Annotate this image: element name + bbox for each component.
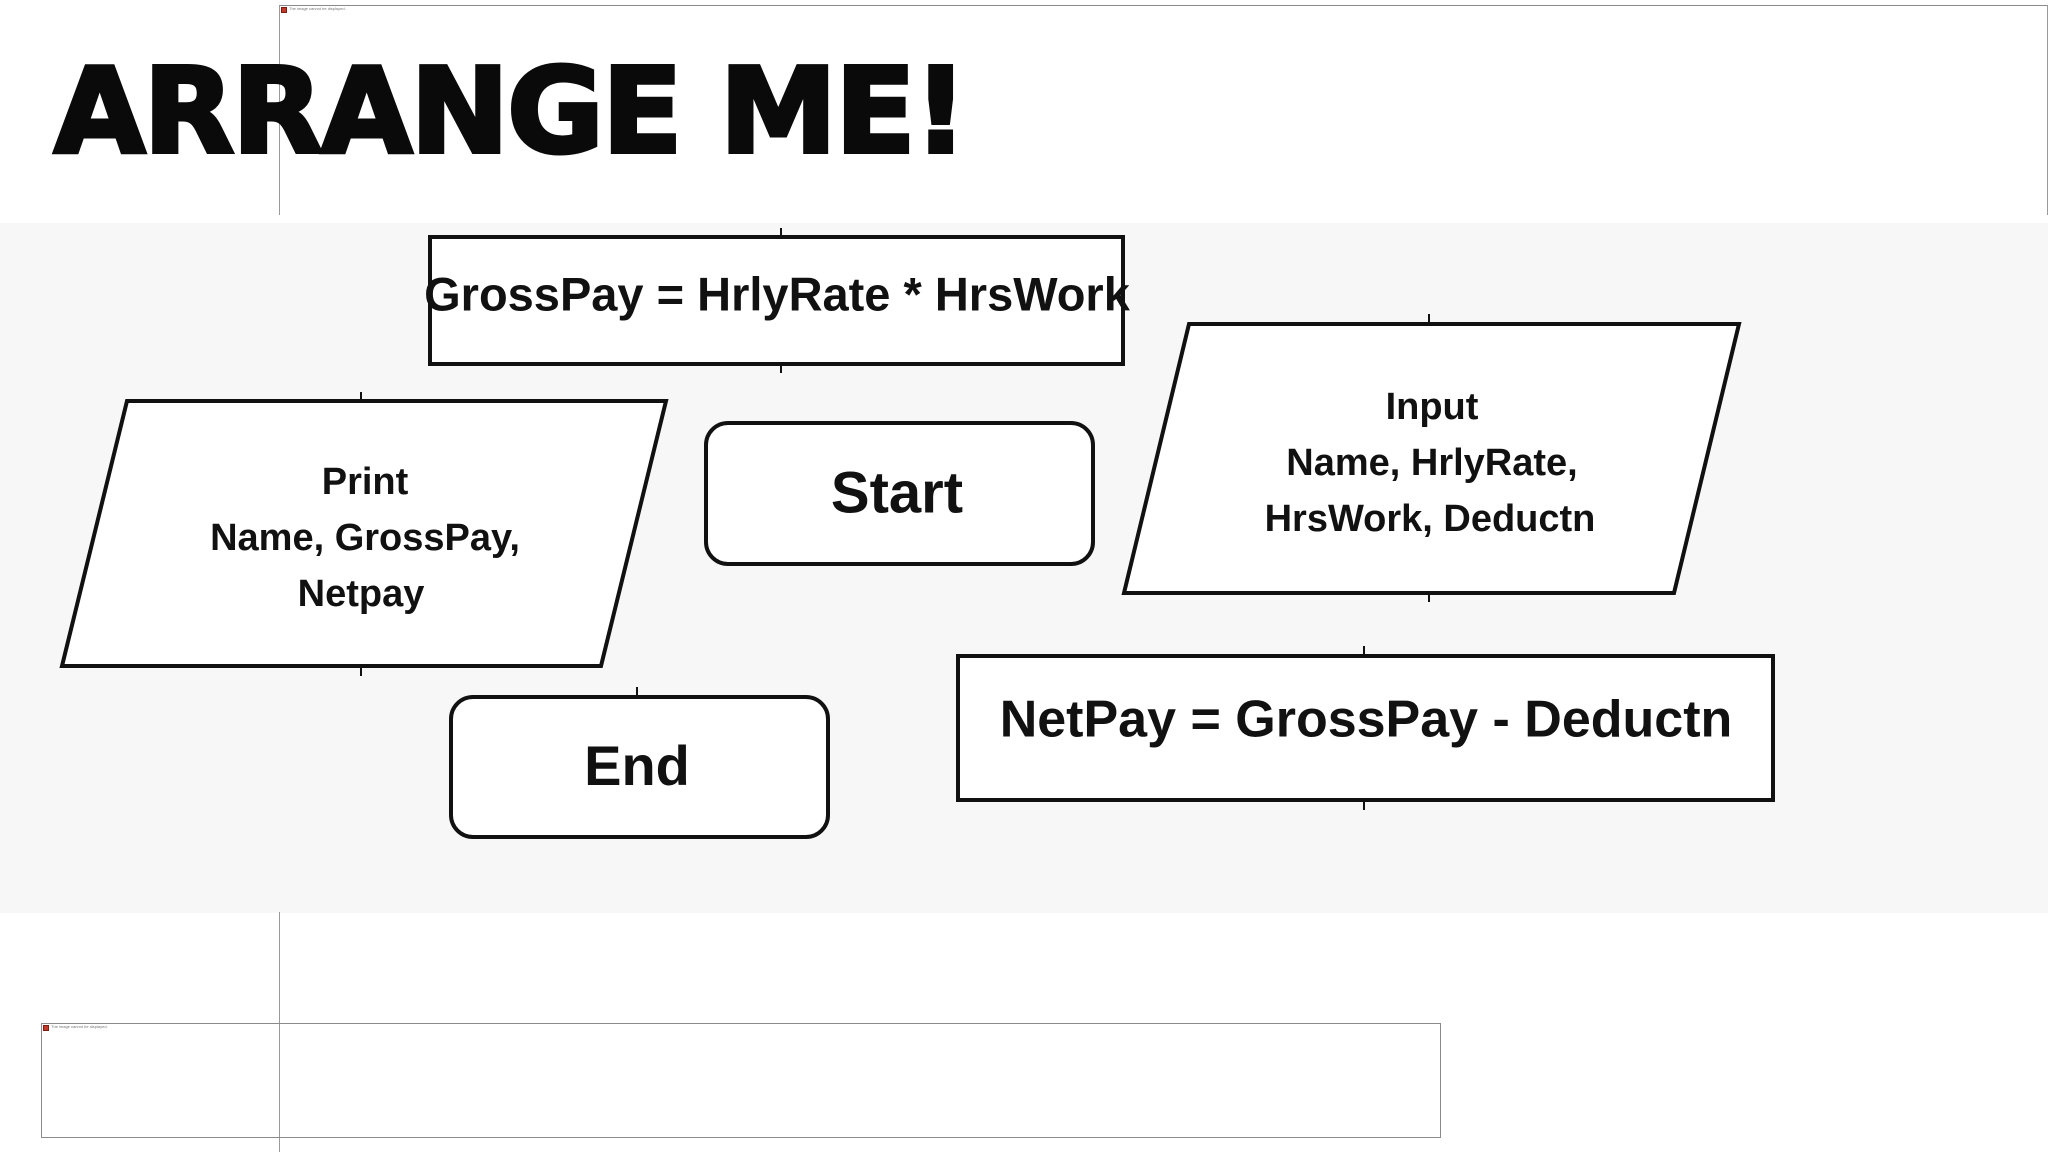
start-label: Start <box>831 460 963 525</box>
process-rectangle <box>428 235 1125 366</box>
frame-divider-line <box>279 912 280 1152</box>
gross-pay-formula: GrossPay = HrlyRate * HrsWork <box>424 267 1131 320</box>
process-rectangle <box>956 654 1775 802</box>
slide-title: ARRANGE ME! <box>52 42 970 180</box>
net-pay-process-box[interactable]: NetPay = GrossPay - Deductn <box>956 646 1775 810</box>
terminal-rounded-rect <box>449 695 830 839</box>
bottom-image-frame <box>41 1023 1441 1138</box>
input-fields-line: Name, HrlyRate, <box>1286 442 1577 484</box>
print-output-parallelogram[interactable]: Print Name, GrossPay, Netpay <box>59 392 669 676</box>
print-fields-line: Name, GrossPay, <box>210 517 520 559</box>
print-fields-line: Netpay <box>298 573 425 615</box>
bottom-image-alt-text: The image cannot be displayed. <box>51 1024 108 1029</box>
end-terminal[interactable]: End <box>449 687 830 839</box>
input-label: Input <box>1386 386 1479 428</box>
gross-pay-process-box[interactable]: GrossPay = HrlyRate * HrsWork <box>424 228 1131 373</box>
terminal-rounded-rect <box>704 421 1095 566</box>
end-label: End <box>584 734 690 797</box>
input-data-parallelogram[interactable]: Input Name, HrlyRate, HrsWork, Deductn <box>1121 314 1742 602</box>
input-fields-line: HrsWork, Deductn <box>1265 498 1596 540</box>
start-terminal[interactable]: Start <box>704 421 1095 566</box>
print-label: Print <box>322 461 409 503</box>
net-pay-formula: NetPay = GrossPay - Deductn <box>1000 691 1733 749</box>
broken-image-icon <box>43 1025 49 1031</box>
io-parallelogram <box>59 399 669 668</box>
top-image-frame <box>279 5 2048 215</box>
top-image-alt-text: The image cannot be displayed. <box>289 6 346 11</box>
io-parallelogram <box>1121 322 1742 595</box>
broken-image-icon <box>281 7 287 13</box>
